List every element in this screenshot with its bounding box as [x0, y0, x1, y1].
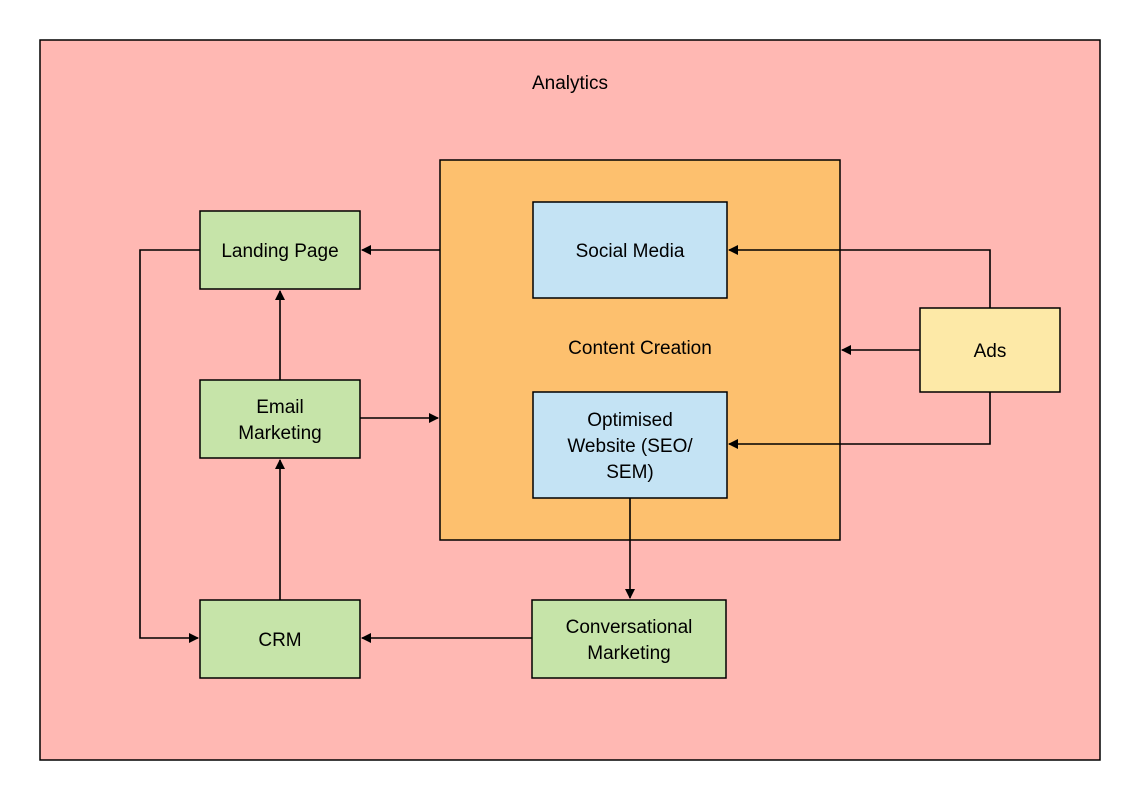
edge-ads-to-social-media — [728, 245, 991, 308]
landing-page-label: Landing Page — [221, 241, 338, 262]
content-creation-label: Content Creation — [568, 338, 712, 359]
optimised-website-box — [532, 391, 728, 499]
ads-label: Ads — [974, 341, 1007, 362]
email-marketing-box — [199, 379, 361, 459]
crm-box — [199, 599, 361, 679]
analytics-label: Analytics — [532, 73, 608, 94]
conversational-marketing-box — [531, 599, 727, 679]
social-media-label: Social Media — [576, 241, 685, 262]
crm-label: CRM — [258, 630, 301, 651]
landing-page-box — [199, 210, 361, 290]
edge-ads-to-optimised-website — [728, 392, 991, 449]
edge-landing-page-to-crm — [139, 249, 200, 643]
social-media-box — [532, 201, 728, 299]
